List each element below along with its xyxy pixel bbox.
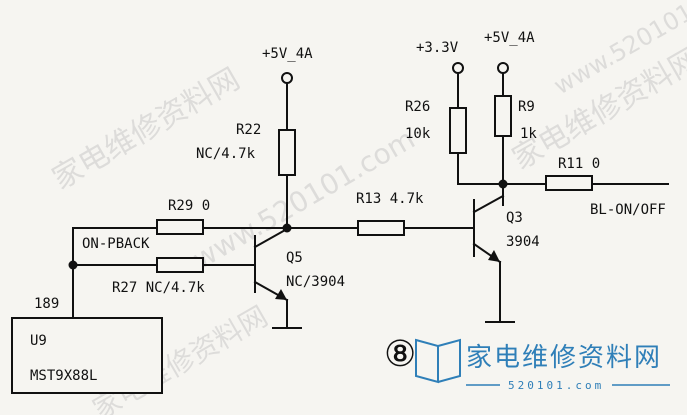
watermark-text-1: 家电维修资料网 — [47, 62, 246, 197]
resistor-r13 — [357, 220, 405, 236]
label-q3-part: 3904 — [506, 234, 540, 250]
junction-dot — [68, 260, 78, 270]
label-r26-value: 10k — [405, 126, 431, 142]
resistor-r22 — [278, 129, 296, 176]
label-r27: R27 NC/4.7k — [112, 280, 205, 296]
label-net-on-pback: ON-PBACK — [82, 236, 150, 252]
vcc-terminal-q3 — [497, 62, 509, 97]
junction-dot — [498, 179, 508, 189]
label-q5-name: Q5 — [286, 250, 303, 266]
vcc-terminal-q5 — [281, 72, 293, 131]
brand-watermark: 家电维修资料网 520101.com — [415, 338, 670, 392]
label-r22-name: R22 — [236, 122, 261, 138]
label-r22-value: NC/4.7k — [196, 146, 256, 162]
label-r11: R11 0 — [558, 156, 600, 172]
label-r9-value: 1k — [520, 126, 537, 142]
brand-url: 520101.com — [508, 379, 604, 392]
junction-dot — [282, 223, 292, 233]
label-r26-name: R26 — [405, 99, 430, 115]
ic-u9 — [11, 317, 163, 394]
transistor-q3 — [472, 194, 515, 323]
label-r13: R13 4.7k — [356, 191, 424, 207]
brand-name: 家电维修资料网 — [466, 343, 662, 373]
label-q3-name: Q3 — [506, 210, 523, 226]
label-r9-name: R9 — [518, 99, 535, 115]
label-r29: R29 0 — [168, 198, 210, 214]
figure-number: ⑧ — [384, 334, 416, 375]
label-u9-part: MST9X88L — [30, 368, 97, 384]
label-vcc-33v: +3.3V — [416, 40, 459, 56]
transistor-q5 — [253, 227, 302, 329]
vcc-terminal-33v — [452, 62, 464, 109]
resistor-r9 — [494, 95, 512, 137]
label-net-bl-on-off: BL-ON/OFF — [590, 202, 666, 218]
resistor-r29 — [156, 219, 204, 235]
resistor-r27 — [156, 257, 204, 273]
label-vcc-q3: +5V_4A — [484, 30, 535, 46]
resistor-r26 — [449, 107, 467, 154]
label-vcc-q5: +5V_4A — [262, 46, 313, 62]
book-icon — [415, 338, 461, 384]
label-pin-189: 189 — [34, 296, 59, 312]
label-u9-name: U9 — [30, 333, 47, 349]
resistor-r11 — [545, 175, 593, 191]
label-q5-part: NC/3904 — [286, 274, 345, 290]
